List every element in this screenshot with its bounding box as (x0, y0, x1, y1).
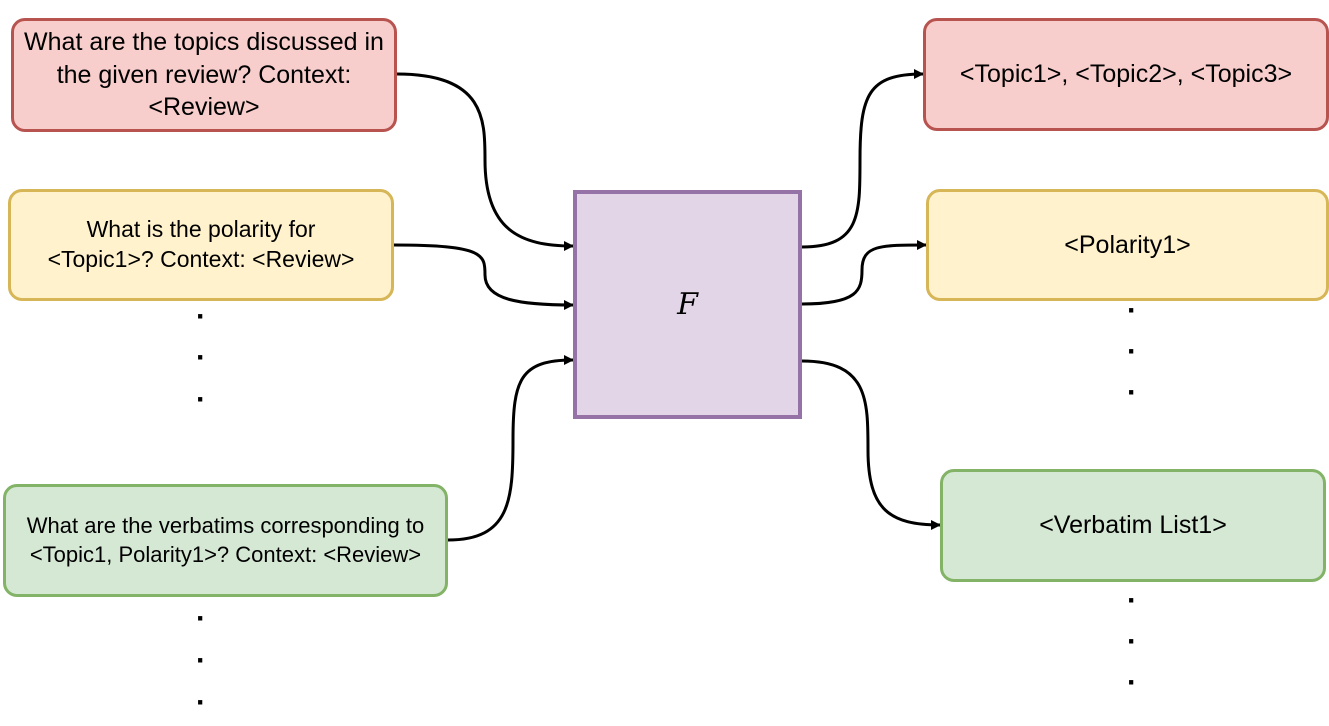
verbatims-question-box: What are the verbatims corresponding to … (3, 484, 448, 597)
ellipsis-dot: · (1127, 376, 1137, 409)
topics-answer-box: <Topic1>, <Topic2>, <Topic3> (923, 18, 1329, 131)
model-box: F (573, 190, 802, 419)
ellipsis-dot: · (1127, 666, 1137, 699)
verbatims-answer-text: <Verbatim List1> (1039, 511, 1227, 540)
edge-polarity-question-to-f (393, 243, 574, 310)
verbatims-question-text: What are the verbatims corresponding to … (26, 512, 425, 567)
ellipsis-dot: · (196, 602, 206, 635)
topics-answer-text: <Topic1>, <Topic2>, <Topic3> (959, 60, 1293, 89)
topics-question-box: What are the topics discussed in the giv… (11, 18, 397, 132)
ellipsis-dot: · (196, 644, 206, 677)
polarity-question-box: What is the polarity for <Topic1>? Conte… (8, 189, 394, 301)
polarity-question-text: What is the polarity for <Topic1>? Conte… (47, 216, 355, 272)
polarity-answer-text: <Polarity1> (1064, 230, 1191, 259)
model-symbol: F (677, 287, 698, 322)
polarity-answer-box: <Polarity1> (926, 189, 1329, 301)
ellipsis-dot: · (196, 383, 206, 416)
edge-f-to-verbatims-answer (801, 359, 941, 530)
verbatims-answer-box: <Verbatim List1> (940, 469, 1326, 582)
ellipsis-dot: · (1127, 335, 1137, 368)
topics-question-text: What are the topics discussed in the giv… (24, 28, 384, 122)
edge-f-to-topics-answer (801, 69, 924, 249)
ellipsis-dot: · (1127, 625, 1137, 658)
ellipsis-dot: · (196, 686, 206, 719)
edge-f-to-polarity-answer (801, 240, 927, 306)
ellipsis-dot: · (1127, 584, 1137, 617)
edge-verbatims-question-to-f (447, 355, 574, 542)
ellipsis-dot: · (196, 300, 206, 333)
edge-topics-question-to-f (396, 72, 574, 251)
ellipsis-dot: · (1127, 294, 1137, 327)
ellipsis-dot: · (196, 341, 206, 374)
